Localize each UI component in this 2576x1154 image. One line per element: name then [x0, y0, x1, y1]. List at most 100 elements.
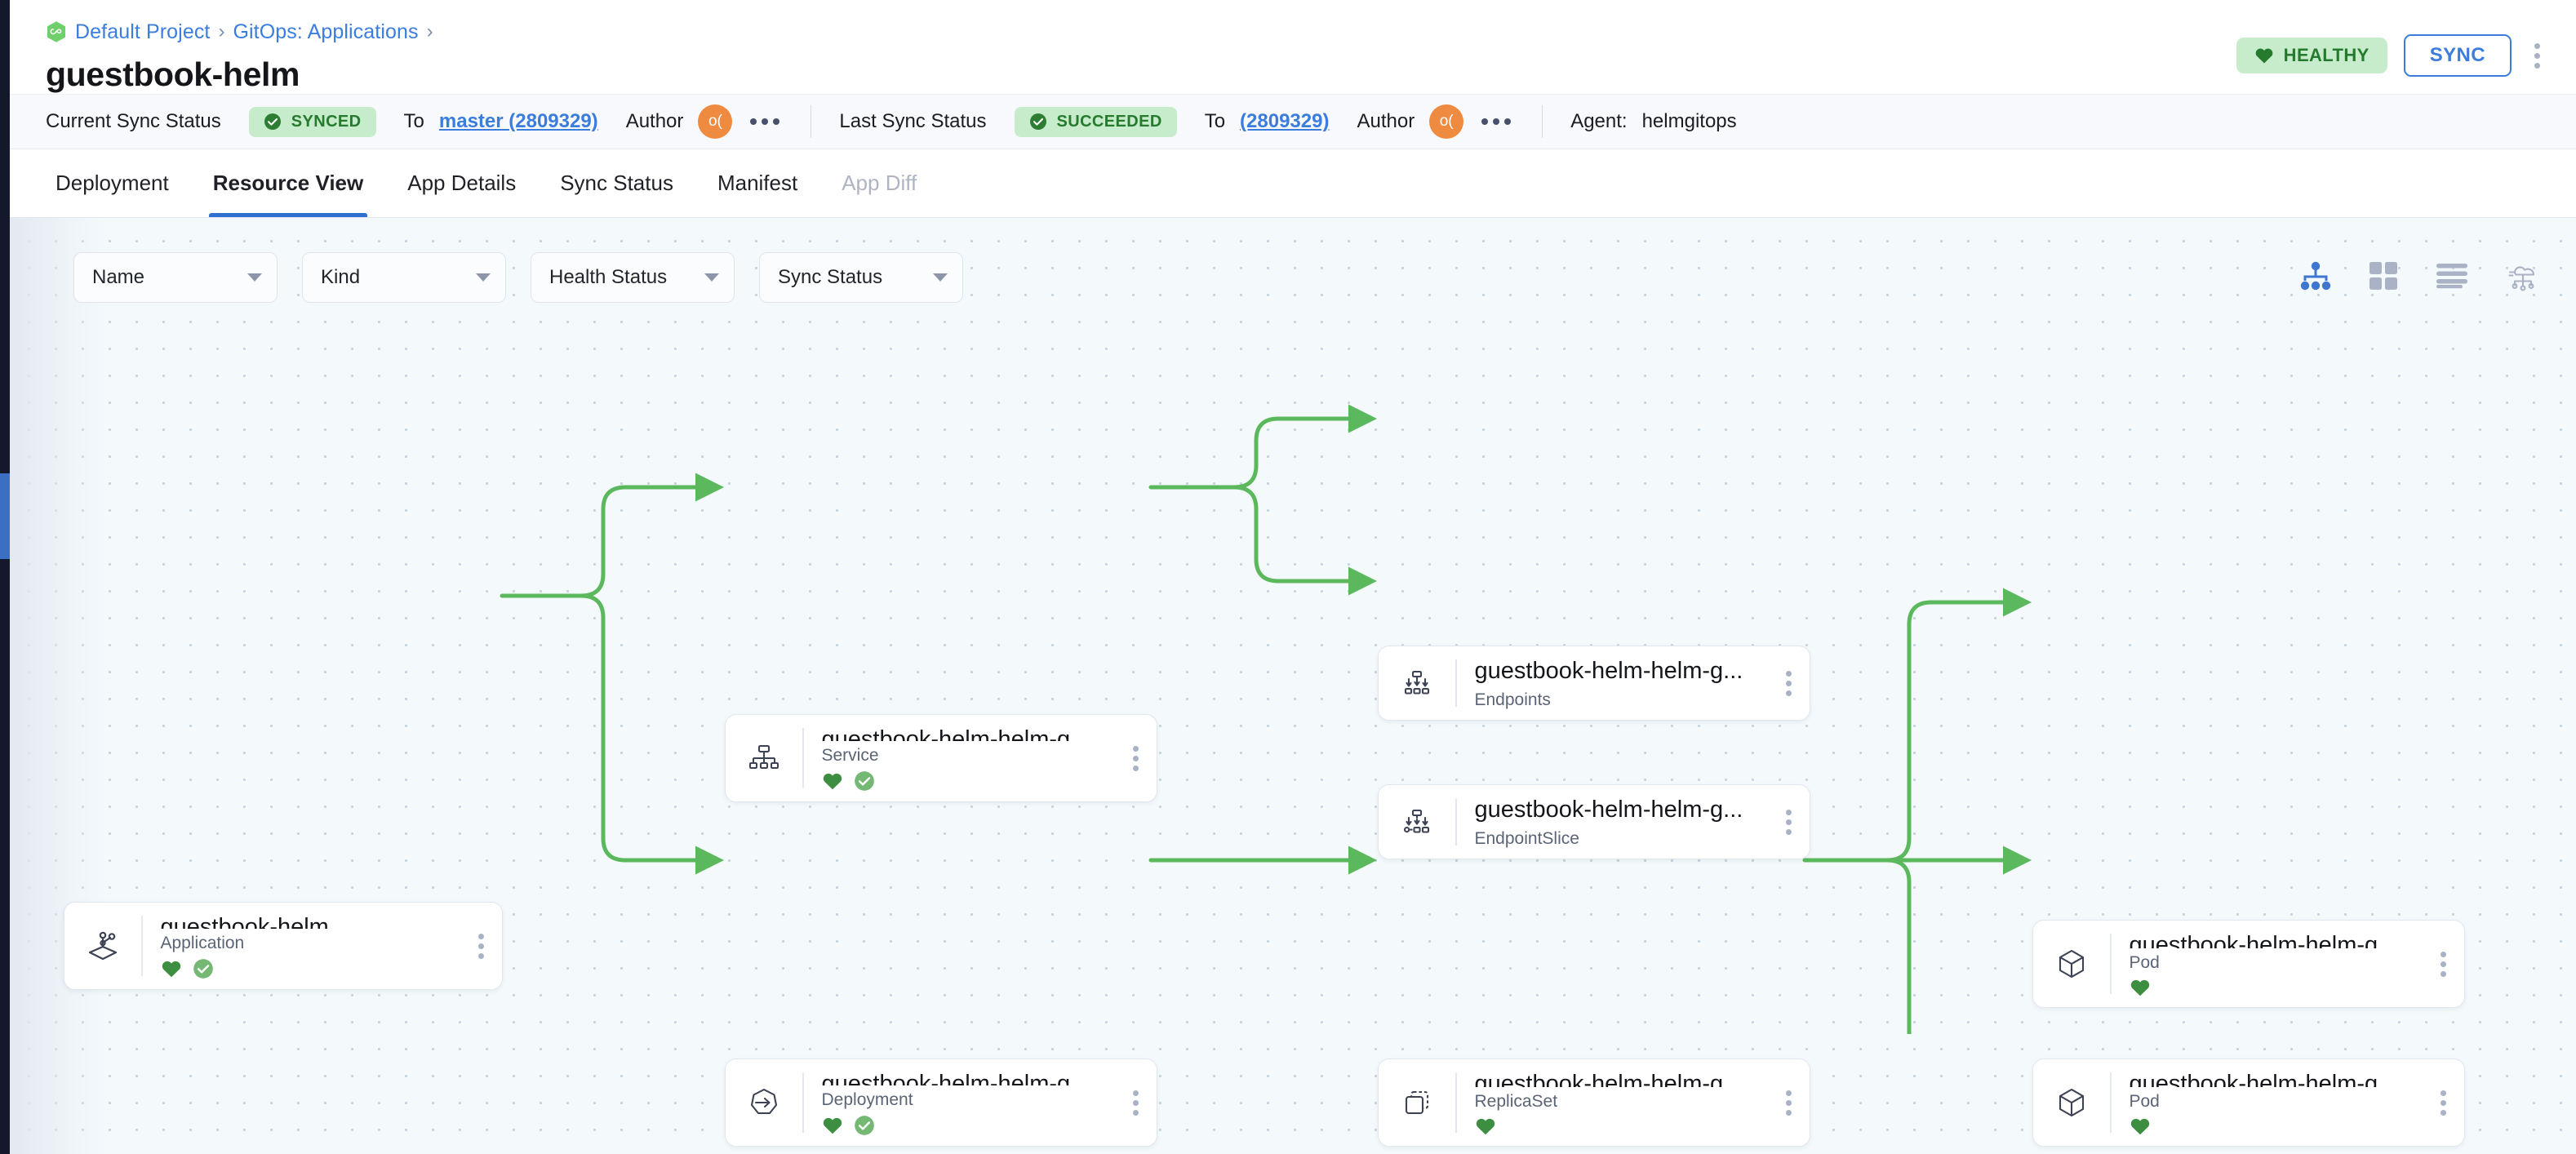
- node-menu-button[interactable]: [2422, 921, 2464, 1007]
- tab-resource-view[interactable]: Resource View: [191, 149, 386, 217]
- left-nav-rail[interactable]: [0, 0, 10, 1154]
- filter-name-label: Name: [92, 266, 145, 288]
- sync-status-bar: Current Sync Status SYNCED To master (28…: [10, 94, 2576, 149]
- graph-node-deployment[interactable]: guestbook-helm-helm-g... Deployment: [725, 1059, 1157, 1147]
- check-circle-icon-2: [1029, 113, 1047, 131]
- last-revision-link[interactable]: (2809329): [1240, 110, 1330, 132]
- node-kind: Application: [160, 933, 245, 952]
- tree-view-icon[interactable]: [2300, 261, 2331, 291]
- last-author-label: Author: [1357, 110, 1415, 132]
- deployment-icon: [726, 1059, 802, 1146]
- breadcrumb-item-gitops-applications[interactable]: GitOps: Applications: [233, 20, 419, 43]
- network-topology-icon[interactable]: [2506, 260, 2540, 291]
- filter-sync-status-select[interactable]: Sync Status: [759, 252, 963, 303]
- kebab-horizontal-icon[interactable]: [747, 113, 783, 130]
- node-menu-button[interactable]: [2422, 1059, 2464, 1146]
- filter-health-status-label: Health Status: [549, 266, 668, 288]
- filter-name-select[interactable]: Name: [73, 252, 278, 303]
- node-name: guestbook-helm-helm-g...: [2129, 932, 2398, 948]
- kebab-vertical-icon[interactable]: [2528, 38, 2547, 73]
- tab-app-details[interactable]: App Details: [407, 171, 517, 195]
- resource-graph-canvas[interactable]: Name Kind Health Status Sync Status: [10, 218, 2576, 1154]
- current-to-label: To: [403, 110, 424, 132]
- list-view-icon[interactable]: [2436, 262, 2468, 290]
- sync-button[interactable]: SYNC: [2403, 34, 2512, 77]
- check-circle-icon: [854, 1115, 875, 1136]
- node-badges: [1475, 1116, 1768, 1136]
- check-circle-icon: [193, 958, 214, 979]
- filter-kind-select[interactable]: Kind: [302, 252, 506, 303]
- node-kind: Pod: [2129, 952, 2160, 972]
- tab-manifest[interactable]: Manifest: [717, 171, 798, 195]
- node-badges: [2130, 1116, 2423, 1136]
- node-kind: EndpointSlice: [1474, 828, 1579, 848]
- tab-deployment[interactable]: Deployment: [56, 171, 169, 195]
- graph-node-endpoints[interactable]: guestbook-helm-helm-g... Endpoints: [1378, 646, 1810, 721]
- breadcrumb-separator: ›: [218, 20, 225, 42]
- node-name: guestbook-helm-helm-g...: [821, 1071, 1090, 1085]
- current-sync-status-badge: SYNCED: [248, 106, 376, 137]
- tab-app-diff: App Diff: [842, 171, 917, 195]
- node-menu-button[interactable]: [1767, 646, 1810, 720]
- node-menu-button[interactable]: [460, 903, 502, 989]
- grid-view-icon[interactable]: [2369, 261, 2398, 291]
- application-icon: [64, 903, 141, 989]
- heart-icon: [2130, 978, 2151, 997]
- infinity-hex-icon: [46, 20, 67, 43]
- node-divider-8: [2110, 1072, 2112, 1133]
- replicaset-icon: [1379, 1059, 1455, 1146]
- node-name: guestbook-helm: [160, 914, 329, 929]
- page-title: guestbook-helm: [46, 55, 300, 93]
- agent-value: helmgitops: [1641, 110, 1737, 132]
- chevron-down-icon-4: [933, 273, 948, 282]
- graph-node-service[interactable]: guestbook-helm-helm-g... Service: [725, 714, 1157, 802]
- filter-bar: Name Kind Health Status Sync Status: [73, 252, 963, 303]
- node-divider-2: [802, 728, 804, 788]
- heart-icon: [161, 959, 182, 979]
- node-divider-7: [2110, 934, 2112, 994]
- node-badges: [822, 1115, 1115, 1136]
- tab-sync-status[interactable]: Sync Status: [560, 171, 673, 195]
- node-divider: [141, 916, 143, 976]
- kebab-horizontal-icon-2[interactable]: [1478, 113, 1514, 130]
- node-menu-button[interactable]: [1114, 1059, 1157, 1146]
- graph-node-replicaset[interactable]: guestbook-helm-helm-g... ReplicaSet: [1378, 1059, 1810, 1147]
- main-column: Default Project › GitOps: Applications ›…: [10, 0, 2576, 1154]
- node-kind: Deployment: [821, 1090, 913, 1109]
- node-menu-button[interactable]: [1114, 715, 1157, 801]
- view-toggle-group: [2300, 260, 2540, 291]
- chevron-down-icon: [247, 273, 262, 282]
- breadcrumb: Default Project › GitOps: Applications ›: [46, 18, 2540, 46]
- current-author-label: Author: [625, 110, 684, 132]
- current-revision-link[interactable]: master (2809329): [438, 110, 598, 132]
- left-nav-active-indicator: [0, 473, 10, 559]
- pod-icon: [2033, 921, 2110, 1007]
- node-divider-4: [1455, 798, 1457, 846]
- heart-icon: [822, 1116, 843, 1135]
- avatar-2: o(: [1429, 104, 1464, 139]
- check-circle-icon: [854, 770, 875, 792]
- node-name: guestbook-helm-helm-g...: [2129, 1071, 2398, 1087]
- pod-icon-2: [2033, 1059, 2110, 1146]
- graph-node-application[interactable]: guestbook-helm Application: [64, 902, 503, 990]
- chevron-down-icon-3: [704, 273, 719, 282]
- last-sync-status-label: Last Sync Status: [839, 110, 987, 132]
- node-menu-button[interactable]: [1767, 1059, 1810, 1146]
- endpoints-icon: [1379, 646, 1455, 720]
- breadcrumb-item-default-project[interactable]: Default Project: [75, 20, 211, 43]
- heart-icon: [2254, 47, 2274, 64]
- heart-icon: [822, 771, 843, 791]
- node-divider-3: [1455, 659, 1457, 707]
- graph-node-endpointslice[interactable]: guestbook-helm-helm-g... EndpointSlice: [1378, 784, 1810, 859]
- breadcrumb-separator-2: ›: [426, 20, 433, 42]
- check-circle-icon: [264, 113, 282, 131]
- node-menu-button[interactable]: [1767, 785, 1810, 859]
- chevron-down-icon-2: [476, 273, 491, 282]
- filter-sync-status-label: Sync Status: [778, 266, 883, 288]
- filter-health-status-select[interactable]: Health Status: [531, 252, 735, 303]
- node-divider-5: [802, 1072, 804, 1133]
- graph-node-pod-2[interactable]: guestbook-helm-helm-g... Pod: [2032, 1059, 2465, 1147]
- page-header: Default Project › GitOps: Applications ›…: [10, 0, 2576, 94]
- graph-node-pod-1[interactable]: guestbook-helm-helm-g... Pod: [2032, 920, 2465, 1008]
